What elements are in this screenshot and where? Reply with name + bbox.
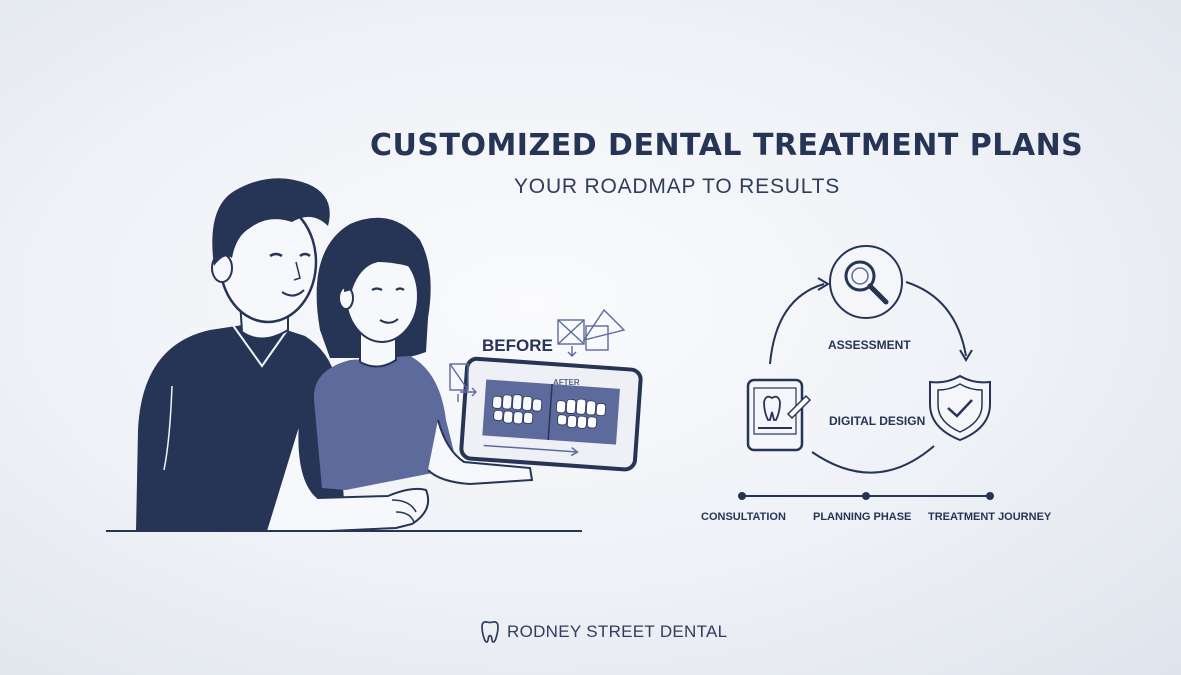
treatment-cycle bbox=[769, 277, 973, 474]
timeline-bar bbox=[738, 492, 994, 500]
brand-name: RODNEY STREET DENTAL bbox=[507, 622, 728, 641]
page-subtitle: YOUR ROADMAP TO RESULTS bbox=[514, 175, 841, 198]
magnifier-icon bbox=[829, 245, 903, 319]
assessment-label: ASSESSMENT bbox=[828, 338, 911, 352]
floating-shapes bbox=[449, 308, 626, 402]
tablet-tooth-icon bbox=[746, 378, 812, 452]
brand-logo: RODNEY STREET DENTAL bbox=[479, 620, 727, 644]
tooth-icon bbox=[481, 621, 499, 643]
tablet-device bbox=[459, 356, 643, 472]
digital-design-label: DIGITAL DESIGN bbox=[829, 414, 926, 428]
man-figure bbox=[136, 178, 346, 531]
timeline-step-treatment: TREATMENT JOURNEY bbox=[928, 511, 1052, 523]
after-label: AFTER bbox=[553, 378, 580, 387]
woman-figure bbox=[313, 217, 534, 490]
page-title: CUSTOMIZED DENTAL TREATMENT PLANS bbox=[370, 128, 1084, 163]
man-arm bbox=[264, 419, 430, 532]
timeline-step-consultation: CONSULTATION bbox=[701, 511, 786, 523]
before-label: BEFORE bbox=[482, 336, 553, 355]
timeline-step-planning: PLANNING PHASE bbox=[813, 511, 912, 523]
shield-check-icon bbox=[929, 374, 991, 442]
